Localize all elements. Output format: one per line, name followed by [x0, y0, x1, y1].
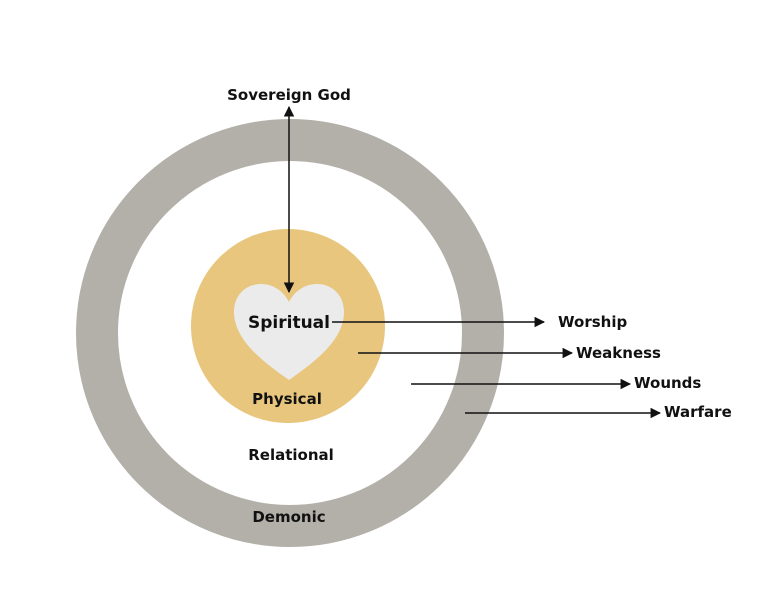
relational-label: Relational — [248, 446, 334, 464]
demonic-label: Demonic — [252, 508, 325, 526]
outcome-warfare: Warfare — [664, 403, 732, 421]
outcome-wounds: Wounds — [634, 374, 701, 392]
sovereign-god-label: Sovereign God — [227, 86, 351, 104]
physical-label: Physical — [252, 390, 322, 408]
spiritual-label: Spiritual — [248, 313, 330, 333]
outcome-worship: Worship — [558, 313, 627, 331]
heart-icon — [234, 284, 344, 380]
outcome-weakness: Weakness — [576, 344, 661, 362]
